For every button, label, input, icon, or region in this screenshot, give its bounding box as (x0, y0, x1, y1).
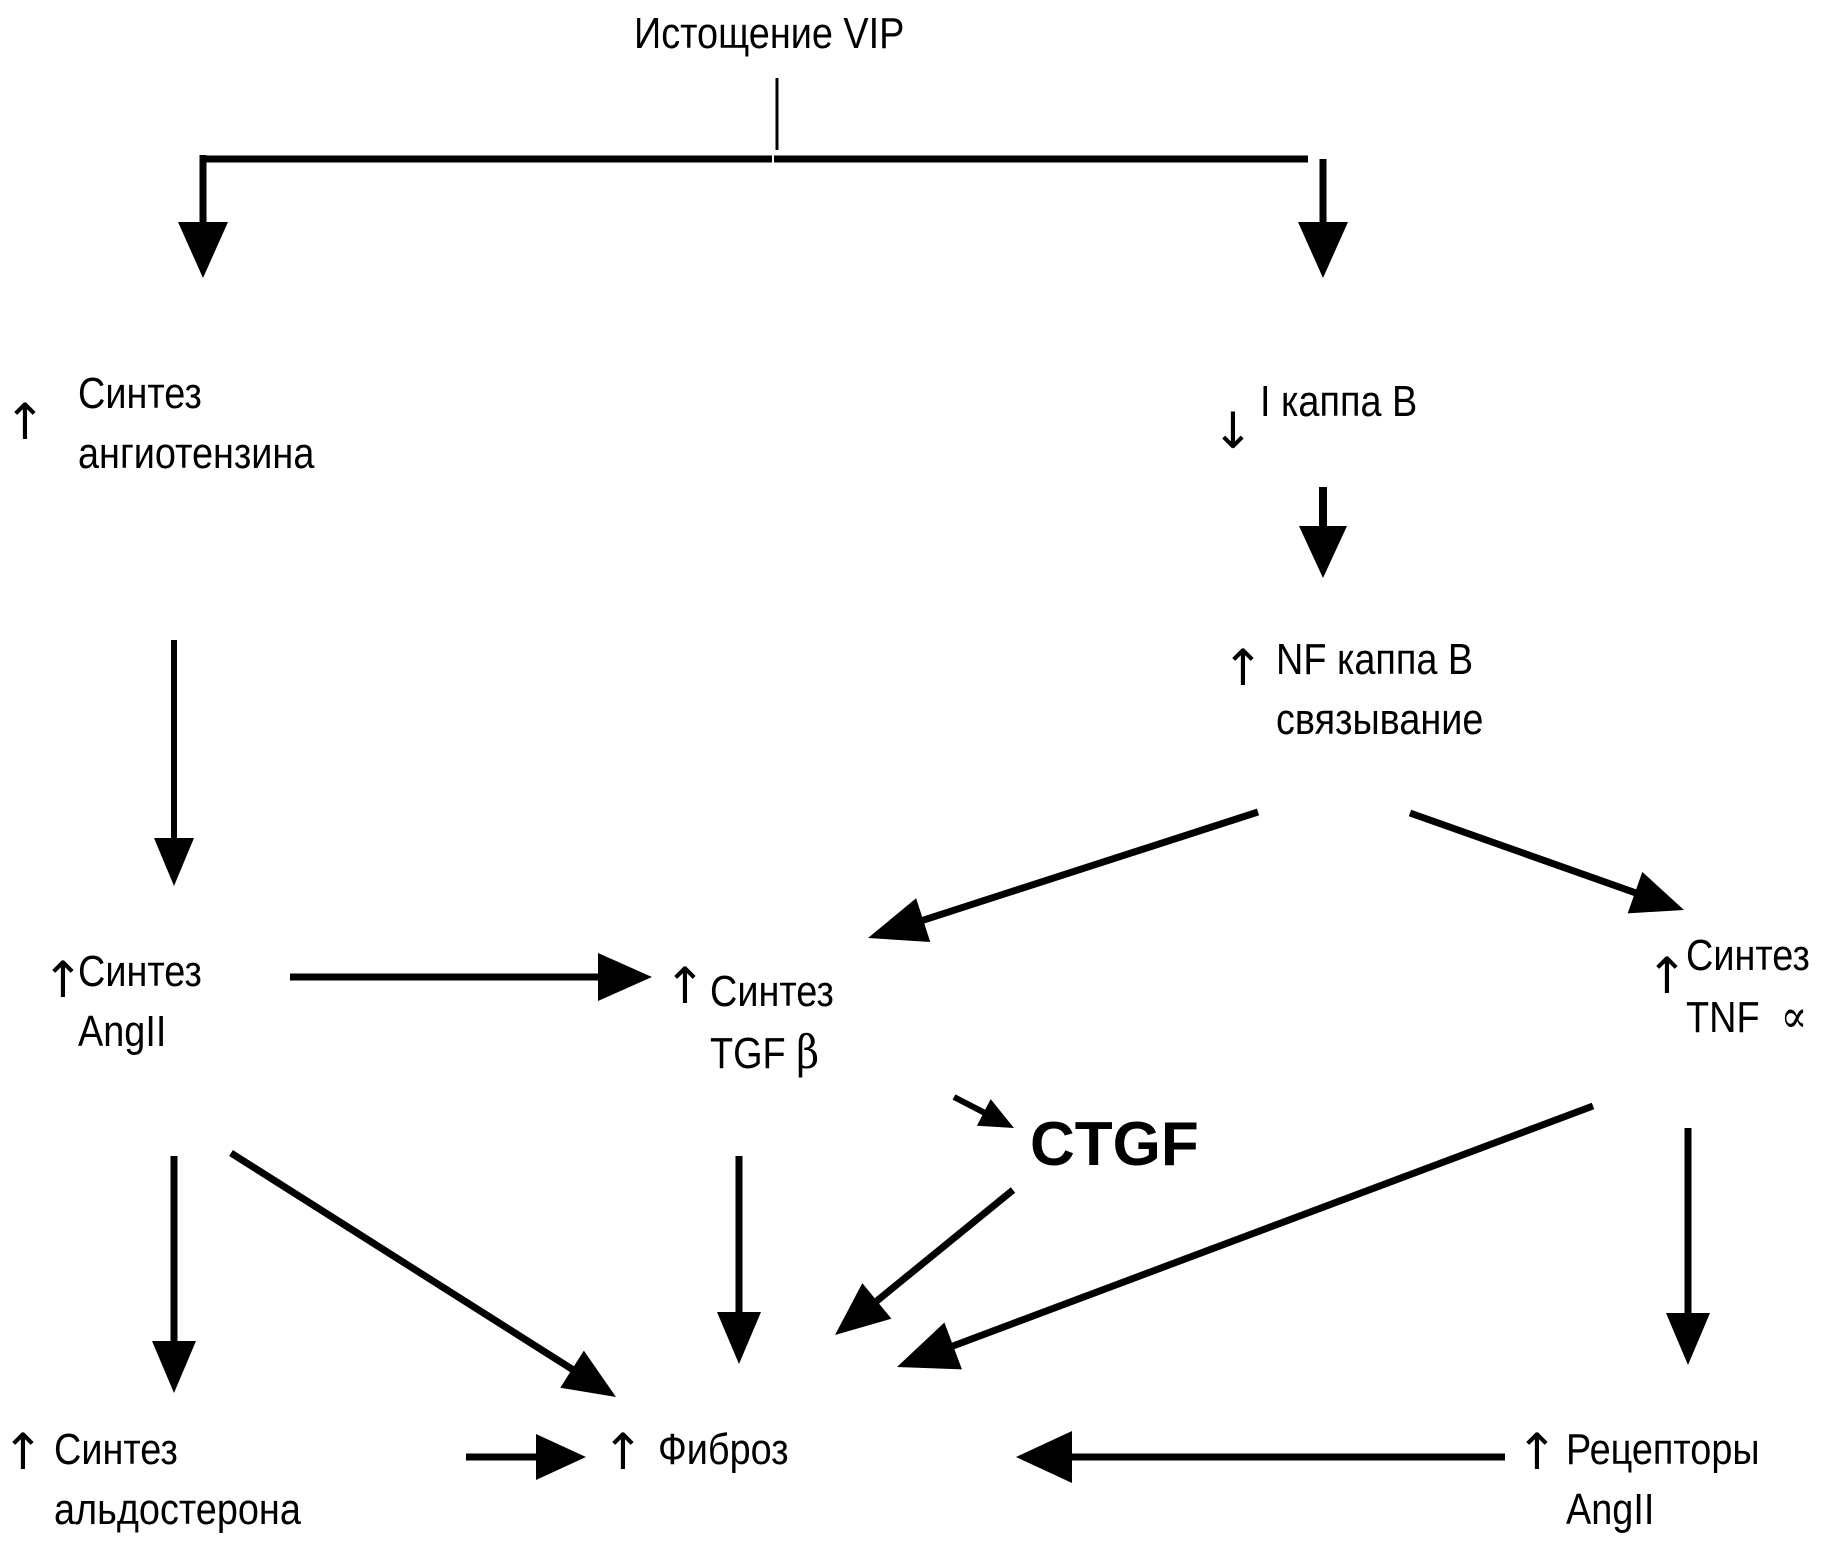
angiotensin-synthesis-label: Синтез ангиотензина (78, 364, 314, 484)
arrow-tnf-to-receptors (1666, 1128, 1710, 1365)
arrow-to-ikappab-head (1298, 222, 1348, 278)
arrow-to-angiotensin-synthesis (178, 200, 228, 278)
increase-arrow-icon: ↑ (602, 1424, 644, 1480)
increase-arrow-icon: ↑ (664, 958, 706, 1014)
arrow-angii-to-tgf (290, 953, 652, 1001)
arrow-ikappab-to-nfkappab (1299, 487, 1347, 578)
arrow-ctgf-to-fibrosis (835, 1190, 1013, 1335)
arrow-nfkappab-to-tgf (868, 812, 1258, 942)
arrow-angii-to-fibrosis-shaft (231, 1153, 574, 1370)
aldosterone-synthesis-label: Синтез альдостерона (54, 1420, 301, 1540)
arrow-tgf-to-fibrosis (717, 1156, 761, 1364)
tnf-synthesis-label: Синтез TNF ∝ (1686, 926, 1810, 1048)
arrow-angiotensin-to-angii (154, 640, 194, 886)
angii-synthesis-label: Синтез AngII (78, 942, 202, 1062)
arrow-ikappab-to-nfkappab-head (1299, 526, 1347, 578)
increase-arrow-icon: ↑ (1516, 1424, 1558, 1480)
arrow-angii-to-tgf-head (598, 953, 652, 1001)
arrow-aldosterone-to-fibrosis-head (536, 1434, 586, 1480)
arrow-angii-to-fibrosis-head (560, 1351, 616, 1397)
arrow-nfkappab-to-tnf-shaft (1410, 813, 1637, 893)
tgf-synthesis-label: Синтез TGF β (710, 962, 834, 1084)
arrow-tnf-to-fibrosis-head (897, 1323, 962, 1370)
arrow-ctgf-to-fibrosis-head (835, 1283, 891, 1335)
beta-symbol: β (796, 1025, 819, 1079)
arrow-aldosterone-to-fibrosis (466, 1434, 586, 1480)
root-node-vip-depletion: Истощение VIP (634, 4, 904, 64)
decrease-arrow-icon: ↓ (1212, 403, 1254, 459)
arrow-angii-to-fibrosis (231, 1153, 616, 1397)
arrow-nfkappab-to-tgf-head (868, 898, 930, 942)
arrow-ctgf-to-fibrosis-shaft (875, 1190, 1013, 1302)
fibrosis-label: Фиброз (658, 1420, 789, 1480)
connector-layer (152, 78, 1710, 1483)
arrow-tgf-to-ctgf-shaft (954, 1097, 986, 1113)
arrow-angii-to-aldosterone (152, 1156, 196, 1393)
arrow-tgf-to-fibrosis-head (717, 1312, 761, 1364)
arrow-nfkappab-to-tnf-head (1628, 872, 1684, 913)
proportional-symbol: ∝ (1781, 989, 1808, 1043)
arrow-receptors-to-fibrosis-head (1016, 1431, 1072, 1483)
node-ctgf: CTGF (1030, 1110, 1199, 1180)
arrow-nfkappab-to-tnf (1410, 813, 1684, 913)
arrow-tgf-to-ctgf (954, 1097, 1014, 1128)
arrow-tnf-to-fibrosis (897, 1106, 1593, 1369)
root-label: Истощение VIP (634, 9, 904, 58)
increase-arrow-icon: ↑ (2, 1424, 44, 1480)
nfkappab-binding-label: NF каппа B связывание (1276, 630, 1483, 750)
increase-arrow-icon: ↑ (4, 394, 46, 450)
arrow-nfkappab-to-tgf-shaft (921, 812, 1258, 921)
ikappab-label: I каппа B (1260, 372, 1417, 432)
arrow-tnf-to-receptors-head (1666, 1313, 1710, 1365)
arrow-receptors-to-fibrosis (1016, 1431, 1505, 1483)
arrow-angii-to-aldosterone-head (152, 1341, 196, 1393)
increase-arrow-icon: ↑ (1646, 948, 1688, 1004)
increase-arrow-icon: ↑ (1222, 640, 1264, 696)
arrow-angiotensin-to-angii-head (154, 838, 194, 886)
arrow-to-ikappab (1298, 200, 1348, 278)
arrow-to-angiotensin-synthesis-head (178, 222, 228, 278)
ctgf-label: CTGF (1030, 1110, 1199, 1179)
angii-receptors-label: Рецепторы AngII (1566, 1420, 1760, 1540)
